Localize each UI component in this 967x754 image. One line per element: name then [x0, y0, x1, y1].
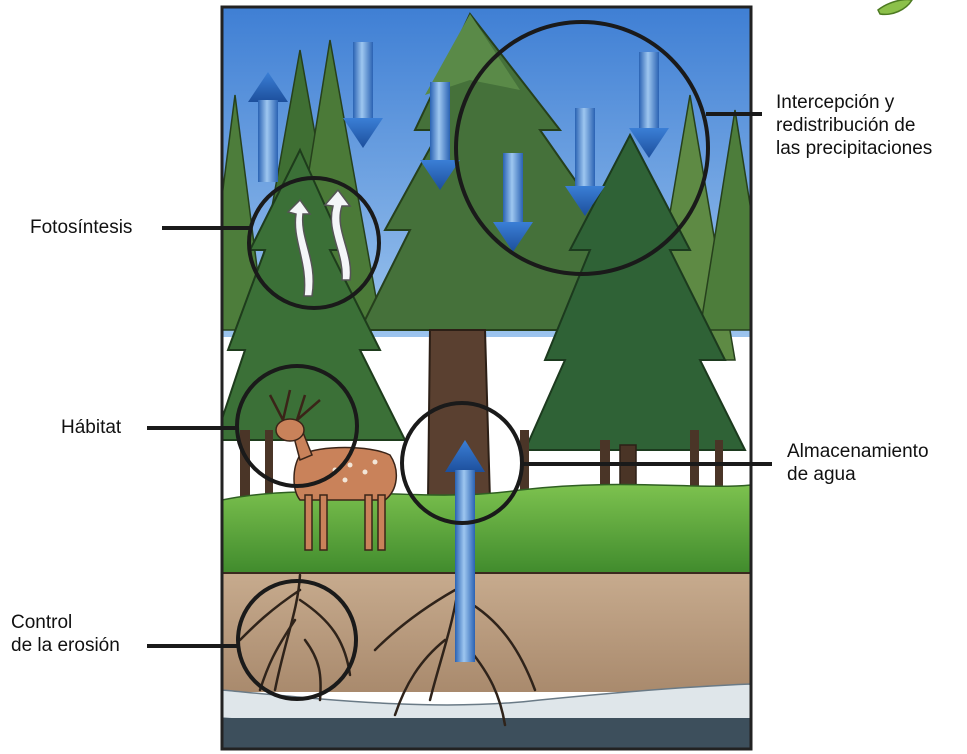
- interception-label: Intercepción y redistribución de las pre…: [776, 91, 932, 160]
- habitat-label: Hábitat: [61, 416, 121, 439]
- erosion-control-label: Control de la erosión: [11, 611, 120, 657]
- photosynthesis-label: Fotosíntesis: [30, 216, 132, 239]
- water-storage-label: Almacenamiento de agua: [787, 440, 929, 486]
- leaf-icon: [878, 0, 912, 14]
- forest-panel: [205, 7, 770, 749]
- bedrock: [222, 718, 751, 749]
